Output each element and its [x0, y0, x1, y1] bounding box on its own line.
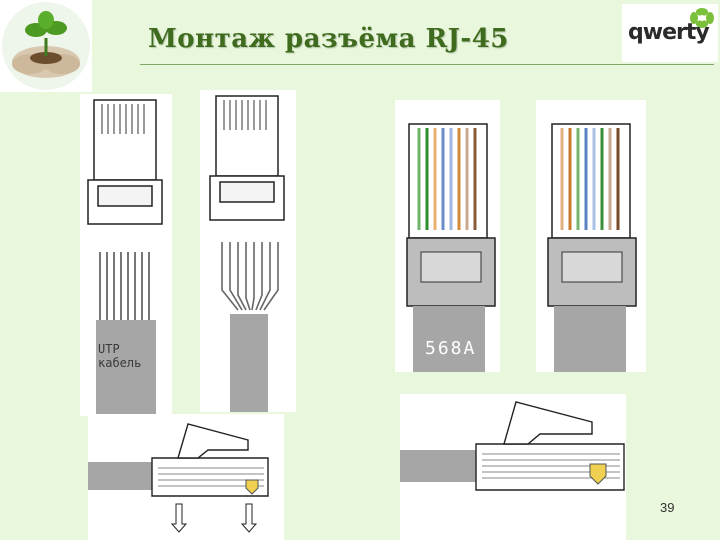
utp-wires [99, 252, 150, 320]
page-number: 39 [660, 500, 675, 515]
title-underline [140, 64, 714, 65]
fanned-jacket [230, 314, 268, 412]
rj45-connector-front [87, 99, 163, 225]
panel-connector-utp: UTP кабель [80, 94, 172, 416]
standard-label: 568A [425, 338, 477, 359]
utp-jacket [96, 320, 156, 416]
utp-label: UTP кабель [98, 342, 141, 370]
utp-label-line1: UTP [98, 342, 120, 356]
panel-crimp-side-view-1 [88, 414, 284, 540]
brand-logo-text: qwerty [628, 20, 710, 45]
utp-label-line2: кабель [98, 356, 142, 370]
panel-568a-connector: 568A [395, 100, 500, 372]
panel-connector-fanned [200, 90, 296, 412]
fanned-wires [221, 242, 279, 311]
panel-second-connector [536, 100, 646, 372]
page-title: Монтаж разъёма RJ-45 [148, 24, 509, 54]
brand-logo: qwerty [622, 4, 718, 62]
panel-crimp-side-view-2 [400, 394, 626, 540]
plant-in-hands-logo [0, 0, 92, 92]
